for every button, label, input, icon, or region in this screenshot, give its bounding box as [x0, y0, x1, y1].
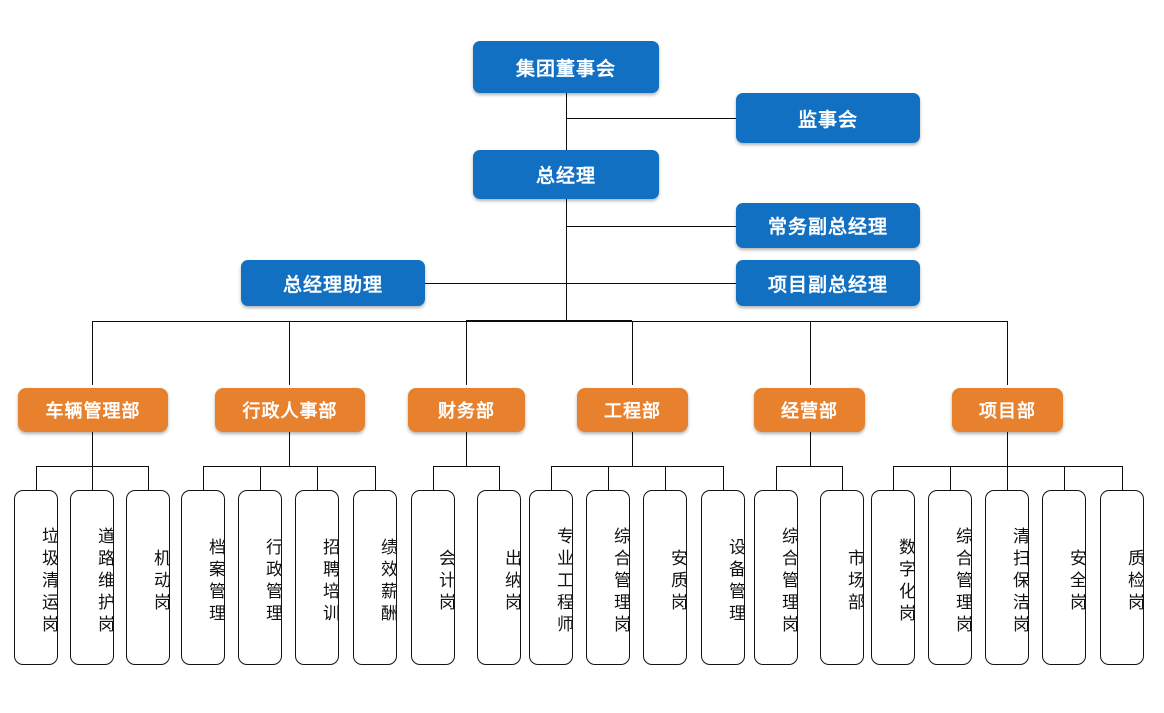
- position-box-road-maintenance[interactable]: 道路维护岗: [70, 490, 114, 665]
- dept-box-finance[interactable]: 财务部: [408, 388, 525, 432]
- connector-dept-0-child-0: [36, 466, 37, 490]
- position-box-project-general-management[interactable]: 综合管理岗: [928, 490, 972, 665]
- position-box-performance-compensation[interactable]: 绩效薪酬: [353, 490, 397, 665]
- connector-dept-5-child-4: [1122, 466, 1123, 490]
- connector-dept-5-child-1: [950, 466, 951, 490]
- connector-dept-5-drop: [1007, 432, 1008, 466]
- position-box-archive-management[interactable]: 档案管理: [181, 490, 225, 665]
- position-box-garbage-transport[interactable]: 垃圾清运岗: [14, 490, 58, 665]
- node-board[interactable]: 集团董事会: [473, 41, 659, 93]
- connector-gm-to-executive-deputy: [566, 226, 736, 227]
- position-box-marketing[interactable]: 市场部: [820, 490, 864, 665]
- position-box-equipment-management[interactable]: 设备管理: [701, 490, 745, 665]
- subbus-dept-4: [776, 466, 842, 467]
- connector-dept-3-child-1: [608, 466, 609, 490]
- connector-bus-to-dept-0: [92, 321, 93, 385]
- connector-dept-1-child-3: [375, 466, 376, 490]
- position-box-safety-quality[interactable]: 安质岗: [643, 490, 687, 665]
- dept-box-engineering[interactable]: 工程部: [577, 388, 688, 432]
- connector-dept-5-child-3: [1064, 466, 1065, 490]
- connector-bus-to-dept-2: [466, 321, 467, 385]
- connector-dept-3-child-2: [665, 466, 666, 490]
- connector-dept-5-child-0: [893, 466, 894, 490]
- connector-dept-4-child-0: [776, 466, 777, 490]
- connector-gm-to-assistant: [425, 283, 567, 284]
- position-box-operations-general-management[interactable]: 综合管理岗: [754, 490, 798, 665]
- subbus-dept-3: [551, 466, 723, 467]
- connector-dept-4-child-1: [842, 466, 843, 490]
- connector-dept-1-child-2: [317, 466, 318, 490]
- node-project-deputy-gm[interactable]: 项目副总经理: [736, 260, 920, 306]
- dept-box-admin-hr[interactable]: 行政人事部: [215, 388, 365, 432]
- connector-dept-3-drop: [632, 432, 633, 466]
- connector-bus-to-dept-3: [632, 321, 633, 385]
- subbus-dept-2: [433, 466, 499, 467]
- node-general-manager[interactable]: 总经理: [473, 150, 659, 199]
- dept-box-vehicle-management[interactable]: 车辆管理部: [18, 388, 168, 432]
- connector-board-to-supervisory: [566, 118, 736, 119]
- node-supervisory-board[interactable]: 监事会: [736, 93, 920, 143]
- connector-dept-5-child-2: [1007, 466, 1008, 490]
- position-box-safety[interactable]: 安全岗: [1042, 490, 1086, 665]
- connector-gm-to-bus: [566, 199, 567, 322]
- position-box-mobile-duty[interactable]: 机动岗: [126, 490, 170, 665]
- connector-bus-to-dept-1: [289, 321, 290, 385]
- dept-box-operations[interactable]: 经营部: [754, 388, 865, 432]
- position-box-digitalization[interactable]: 数字化岗: [871, 490, 915, 665]
- connector-dept-3-child-0: [551, 466, 552, 490]
- node-gm-assistant[interactable]: 总经理助理: [241, 260, 425, 306]
- connector-gm-to-project-deputy: [566, 283, 736, 284]
- connector-dept-3-child-3: [723, 466, 724, 490]
- dept-box-project[interactable]: 项目部: [952, 388, 1063, 432]
- position-box-accounting[interactable]: 会计岗: [411, 490, 455, 665]
- connector-dept-1-child-0: [203, 466, 204, 490]
- position-box-quality-inspection[interactable]: 质检岗: [1100, 490, 1144, 665]
- subbus-dept-1: [203, 466, 375, 467]
- node-executive-deputy-gm[interactable]: 常务副总经理: [736, 203, 920, 248]
- position-box-professional-engineer[interactable]: 专业工程师: [529, 490, 573, 665]
- position-box-cleaning-sanitation[interactable]: 清扫保洁岗: [985, 490, 1029, 665]
- connector-dept-0-drop: [92, 432, 93, 466]
- connector-dept-2-child-1: [499, 466, 500, 490]
- department-bus-line-emphasis: [466, 320, 632, 322]
- position-box-recruitment-training[interactable]: 招聘培训: [295, 490, 339, 665]
- connector-dept-1-drop: [289, 432, 290, 466]
- connector-dept-4-drop: [810, 432, 811, 466]
- connector-dept-1-child-1: [260, 466, 261, 490]
- connector-bus-to-dept-5: [1007, 321, 1008, 385]
- position-box-cashier[interactable]: 出纳岗: [477, 490, 521, 665]
- connector-dept-2-child-0: [433, 466, 434, 490]
- connector-bus-to-dept-4: [810, 321, 811, 385]
- position-box-admin-management[interactable]: 行政管理: [238, 490, 282, 665]
- position-box-engineering-general-management[interactable]: 综合管理岗: [586, 490, 630, 665]
- connector-dept-0-child-1: [92, 466, 93, 490]
- connector-dept-0-child-2: [148, 466, 149, 490]
- connector-board-to-gm: [566, 93, 567, 190]
- connector-dept-2-drop: [466, 432, 467, 466]
